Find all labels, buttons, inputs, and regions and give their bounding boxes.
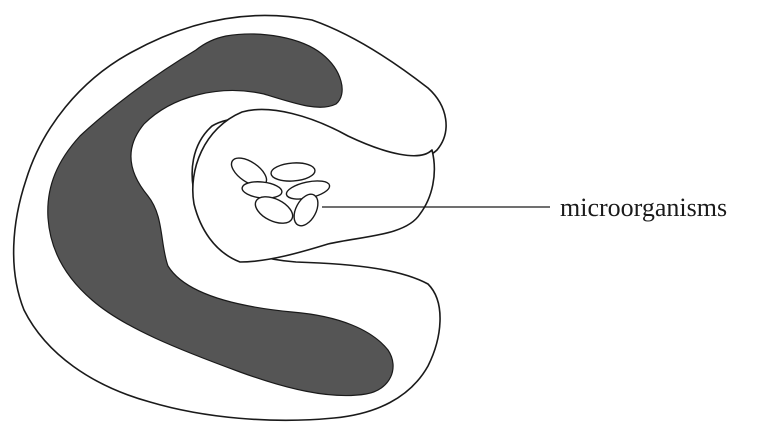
microorganisms-label: microorganisms — [560, 193, 727, 222]
